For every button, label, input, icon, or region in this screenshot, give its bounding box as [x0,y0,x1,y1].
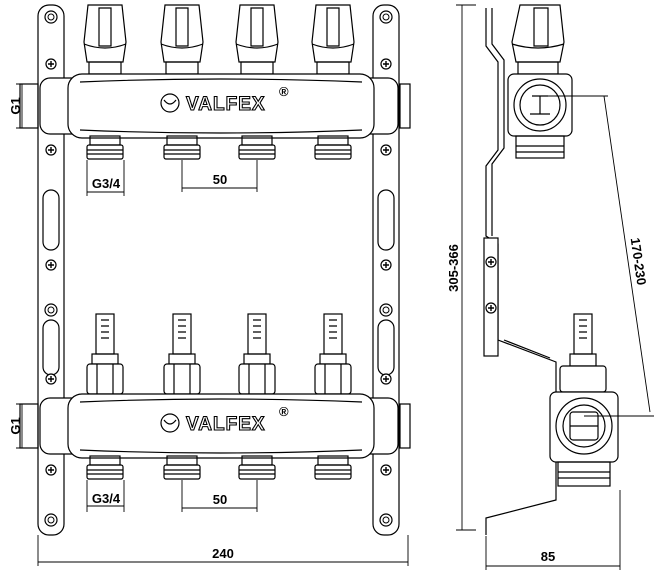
lower-inlet-thread-label: G1 [8,417,23,434]
lower-brand-name: VALFEX [186,414,266,435]
lower-brand-mark: ® [279,404,289,419]
height-range-label: 305-366 [446,244,461,292]
lower-brand-logo [160,413,180,433]
lower-outlet-thread-label: G3/4 [92,491,121,506]
total-width-label: 240 [212,546,234,561]
depth-label: 85 [541,549,555,564]
front-view [19,4,411,536]
lower-outlet-pitch-label: 50 [213,492,227,507]
side-flow-meter [559,313,607,393]
upper-outlet-fittings [86,135,352,160]
upper-brand-name: VALFEX [186,94,266,115]
flow-meters [86,313,352,395]
upper-brand-logo [160,93,180,113]
side-dimension-lines [456,4,654,570]
upper-outlet-pitch-label: 50 [213,172,227,187]
upper-header-pipe [19,73,411,139]
side-view [483,4,619,535]
side-lower-body [549,391,619,487]
front-dimension-lines [16,83,409,566]
upper-valve-caps [83,4,355,75]
upper-outlet-thread-label: G3/4 [92,176,121,191]
lower-header-pipe [19,393,411,459]
header-spacing-label: 170-230 [628,237,649,286]
upper-brand-mark: ® [279,84,289,99]
upper-inlet-thread-label: G1 [8,97,23,114]
side-upper-cap [511,4,565,75]
side-upper-body [507,73,573,159]
lower-outlet-fittings [86,455,352,480]
